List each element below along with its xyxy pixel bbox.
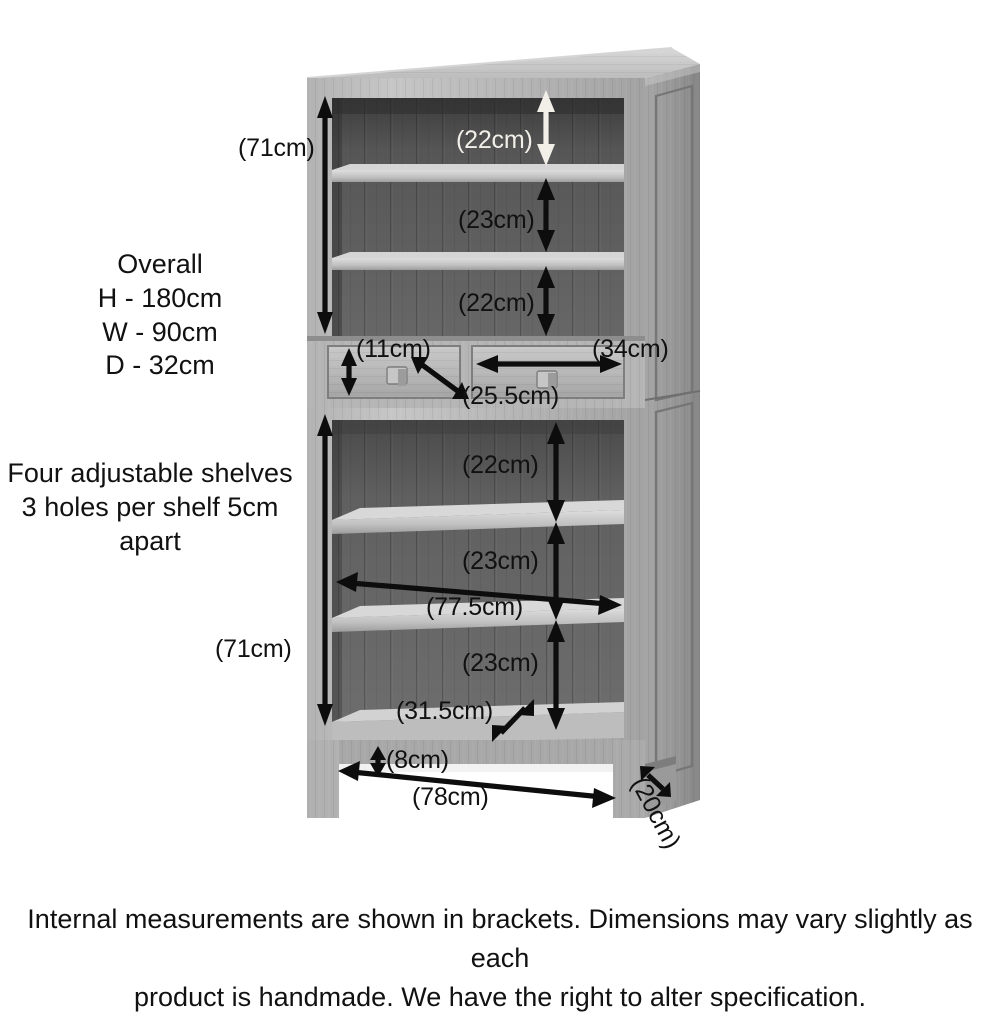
overall-width: W - 90cm [102,316,218,347]
label-drawer-width: (34cm) [592,335,669,363]
label-lower-shelf-gap-2: (23cm) [462,547,539,575]
disclaimer: Internal measurements are shown in brack… [0,900,1000,1017]
bookcase-carcass [307,78,645,818]
label-upper-shelf-gap-3: (22cm) [458,289,535,317]
arrow-internal-width [336,572,622,615]
label-upper-total-height: (71cm) [238,134,315,162]
drawer-knob-icon [536,370,558,390]
arrow-lower-total-height [317,414,333,726]
label-internal-width: (77.5cm) [426,593,524,621]
arrow-drawer-depth [411,357,469,399]
upper-shelf [332,252,624,270]
arrow-lower-shelf-gap-3 [547,620,565,730]
arrow-drawer-width [476,355,622,373]
bookcase-base [307,740,676,818]
shelf-note-line-3: apart [119,525,181,556]
arrow-upper-shelf-gap-1 [537,90,555,166]
label-upper-shelf-gap-1: (22cm) [456,126,533,154]
label-drawer-height: (11cm) [356,335,431,363]
arrow-upper-shelf-gap-3 [537,266,555,336]
overall-depth: D - 32cm [105,350,215,381]
drawer-knob-icon [386,366,408,386]
arrow-upper-shelf-gap-2 [537,178,555,252]
adjustable-shelves-note: Four adjustable shelves 3 holes per shel… [5,457,295,558]
arrow-drawer-height [341,348,357,396]
overall-spec-block: Overall H - 180cm W - 90cm D - 32cm [40,248,280,383]
overall-height: H - 180cm [97,282,223,313]
label-lower-shelf-gap-1: (22cm) [462,451,539,479]
arrow-leg-depth [640,766,671,797]
arrow-upper-total-height [317,96,333,334]
arrow-base-width [338,761,616,808]
shelf-note-line-1: Four adjustable shelves [7,458,293,488]
label-lower-shelf-gap-3: (23cm) [462,649,539,677]
label-drawer-depth: (25.5cm) [462,382,560,410]
label-internal-depth: (31.5cm) [396,697,494,725]
arrow-plinth-height [370,746,386,777]
label-plinth-height: (8cm) [386,746,449,774]
upper-shelf [332,164,624,182]
arrow-lower-shelf-gap-2 [547,522,565,620]
disclaimer-line-1: Internal measurements are shown in brack… [27,904,973,974]
dimension-arrows [317,96,671,808]
disclaimer-line-2: product is handmade. We have the right t… [134,982,866,1013]
arrow-internal-depth [492,699,534,742]
bookcase-side-panel [644,64,701,818]
shelf-note-line-2: 3 holes per shelf 5cm [21,491,279,522]
overall-title: Overall [117,249,203,279]
label-base-width: (78cm) [412,783,489,811]
arrow-lower-shelf-gap-1 [547,422,565,522]
label-lower-total-height: (71cm) [215,635,292,663]
label-upper-shelf-gap-2: (23cm) [458,206,535,234]
